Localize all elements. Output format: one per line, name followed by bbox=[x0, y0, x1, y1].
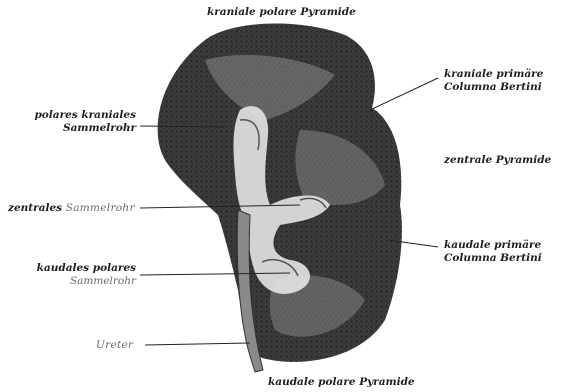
label-kaudale-primaere-columna-bertini: kaudale primäre Columna Bertini bbox=[444, 239, 542, 265]
label-kaudale-polare-pyramide: kaudale polare Pyramide bbox=[268, 376, 415, 389]
label-ureter: Ureter bbox=[96, 339, 133, 352]
label-polares-kraniales-sammelrohr: polares kraniales Sammelrohr bbox=[20, 109, 136, 135]
leader-ureter bbox=[145, 343, 250, 345]
label-zentrale-pyramide: zentrale Pyramide bbox=[444, 154, 551, 167]
label-zentrales-sammelrohr: zentrales Sammelrohr bbox=[8, 202, 135, 215]
label-kraniale-polare-pyramide: kraniale polare Pyramide bbox=[207, 6, 356, 19]
label-kraniale-primaere-columna-bertini: kraniale primäre Columna Bertini bbox=[444, 68, 543, 94]
leader-kraniale-primaere bbox=[370, 78, 438, 110]
label-kaudales-polares-sammelrohr: kaudales polares Sammelrohr bbox=[20, 262, 136, 288]
